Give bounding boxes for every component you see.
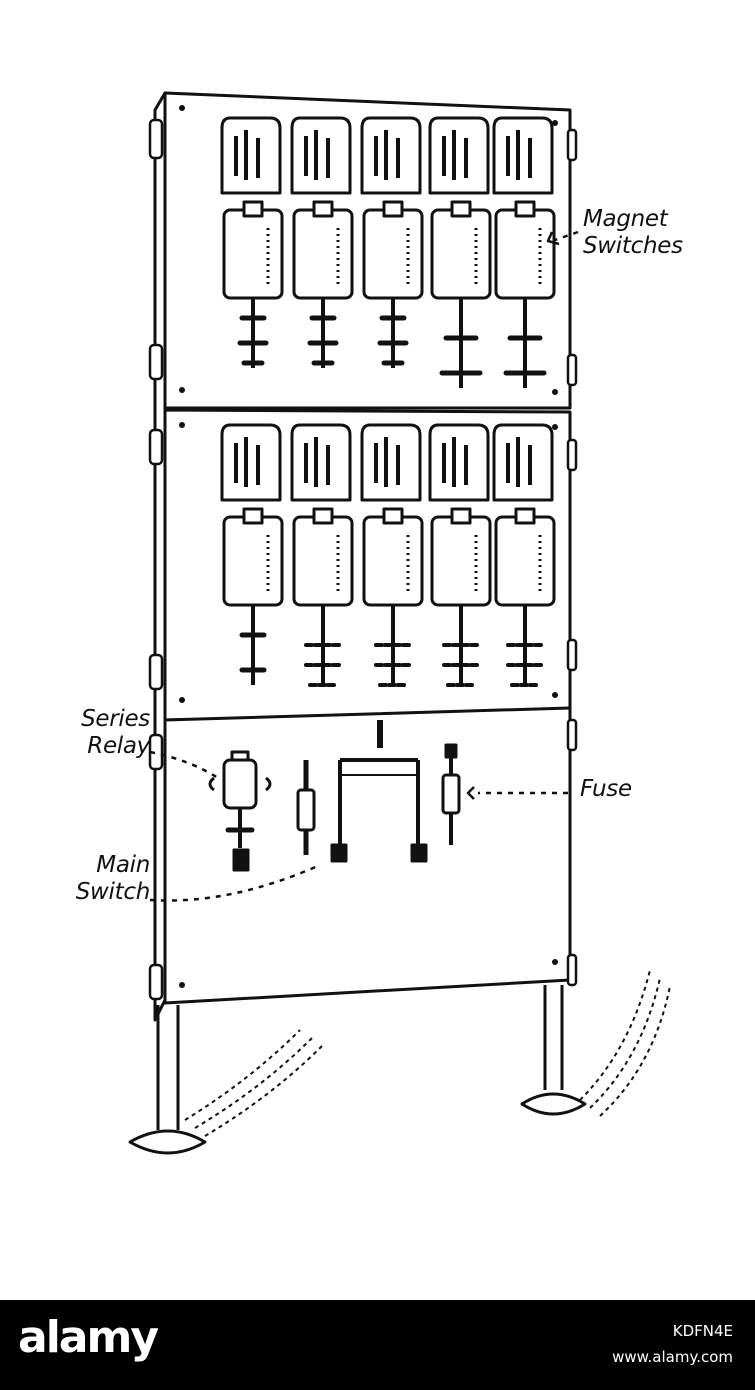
magnet-switch-icon: [428, 423, 492, 687]
main-label-line1: Main: [96, 852, 150, 878]
magnet-switches-label: Magnet Switches: [583, 206, 683, 260]
series-relay-label: Series Relay: [44, 706, 150, 760]
magnet-switch-icon: [428, 116, 492, 388]
side-bolts: [148, 118, 578, 1001]
floor-shadow-right: [579, 969, 671, 1117]
image-id: KDFN4E: [672, 1322, 733, 1340]
magnet-switch-icon: [492, 116, 556, 388]
magnet-switch-icon: [290, 116, 354, 368]
stand-legs: [128, 985, 587, 1155]
brand-logo: alamy: [18, 1312, 159, 1363]
magnet-switch-icon: [290, 423, 354, 687]
site-url: www.alamy.com: [612, 1348, 733, 1366]
magnet-switch-icon: [360, 116, 424, 368]
magnet-switch-icon: [220, 116, 284, 368]
switchboard-illustration: [128, 91, 671, 1155]
fuse-icon: [441, 743, 461, 845]
main-switch-icon: [296, 720, 428, 863]
series-label-line2: Relay: [87, 733, 150, 759]
callout-leaders: [149, 230, 579, 902]
main-switch-label: Main Switch: [42, 852, 151, 906]
callout-arrowheads: [466, 231, 560, 800]
series-label-line1: Series: [81, 706, 150, 732]
fuse-label: Fuse: [580, 776, 632, 802]
magnet-switch-row-top: [220, 116, 556, 388]
magnet-label-line1: Magnet: [583, 206, 668, 232]
magnet-switch-icon: [360, 423, 424, 687]
corner-screws: [179, 105, 558, 988]
watermark-footer: alamy KDFN4E www.alamy.com: [0, 1300, 755, 1390]
magnet-switch-icon: [220, 423, 284, 685]
floor-shadow-left: [184, 1029, 323, 1137]
series-relay-icon: [208, 750, 272, 872]
magnet-label-line2: Switches: [583, 233, 683, 259]
main-label-line2: Switch: [75, 879, 151, 905]
magnet-switch-row-middle: [220, 423, 556, 687]
bottom-panel: [163, 706, 572, 1005]
magnet-switch-icon: [492, 423, 556, 687]
